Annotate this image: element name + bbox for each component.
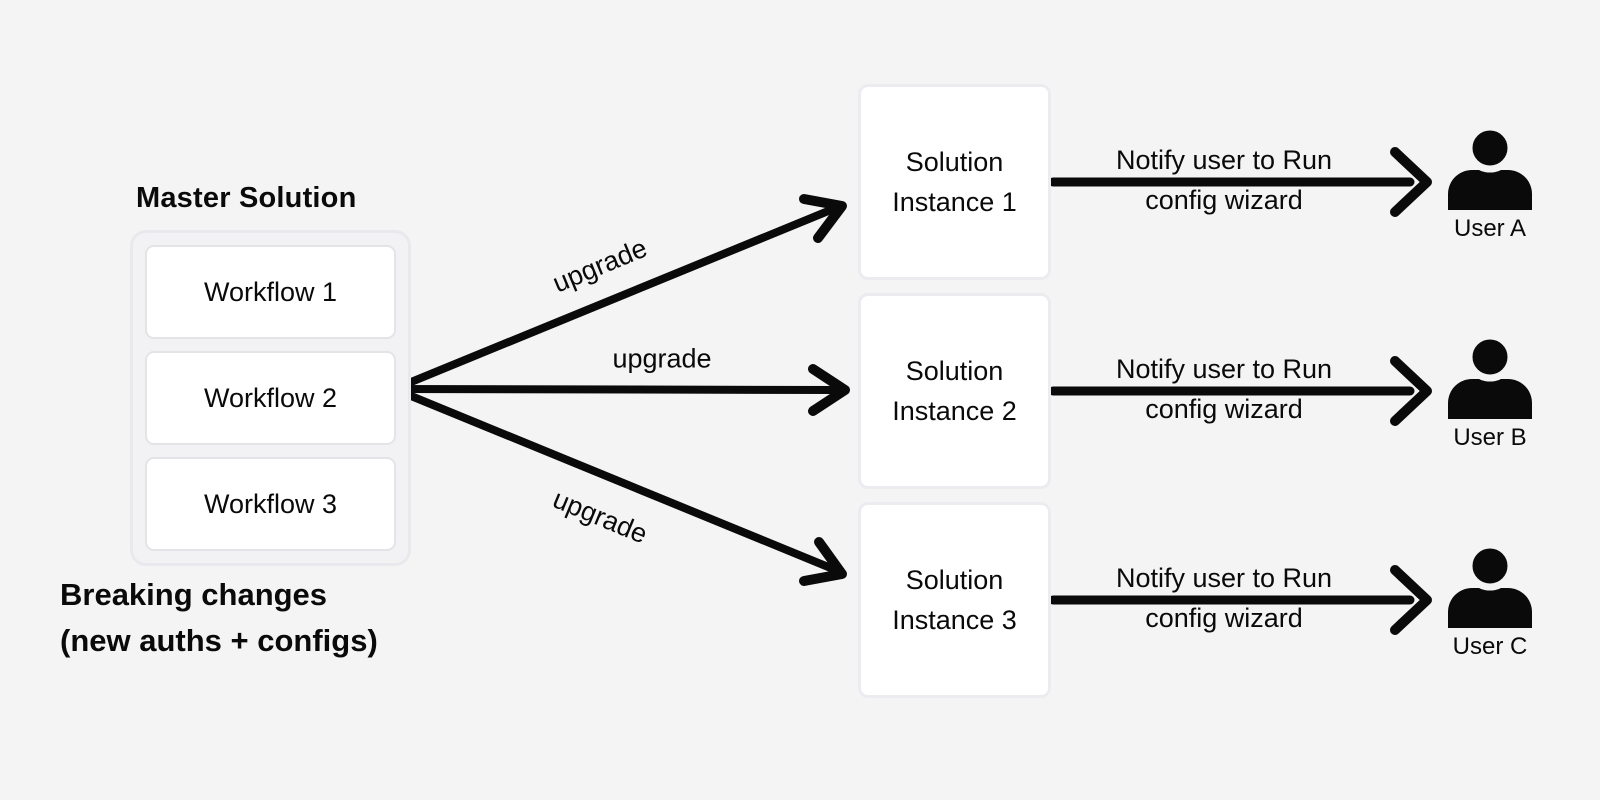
user-b-label: User B [1453, 424, 1527, 451]
upgrade-label-3: upgrade [548, 483, 652, 550]
master-solution-container: Workflow 1 Workflow 2 Workflow 3 [130, 230, 411, 566]
instance-1-line1: Solution [905, 147, 1004, 177]
workflow-box-2: Workflow 2 [145, 351, 396, 445]
breaking-changes-line1: Breaking changes [60, 577, 328, 612]
user-b-icon [1448, 335, 1532, 419]
notify-2-line2: config wizard [1145, 394, 1303, 424]
upgrade-label-1: upgrade [548, 232, 652, 299]
notify-1-line2: config wizard [1145, 185, 1303, 215]
upgrade-label-2: upgrade [612, 343, 712, 374]
workflow-box-1: Workflow 1 [145, 245, 396, 339]
workflow-box-3: Workflow 3 [145, 457, 396, 551]
solution-instance-box-3: Solution Instance 3 [858, 502, 1051, 698]
instance-2-line1: Solution [905, 356, 1004, 386]
user-a-icon [1448, 126, 1532, 210]
user-c-label: User C [1452, 633, 1528, 660]
notify-2-line1: Notify user to Run [1115, 354, 1333, 384]
user-a-label: User A [1453, 215, 1527, 242]
solution-instance-box-1: Solution Instance 1 [858, 84, 1051, 280]
instance-3-line1: Solution [905, 565, 1004, 595]
notify-1-line1: Notify user to Run [1115, 145, 1333, 175]
breaking-changes-line2: (new auths + configs) [60, 623, 378, 658]
upgrade-arrow-2 [390, 364, 850, 416]
instance-2-line2: Instance 2 [892, 396, 1017, 426]
notify-label-3: Notify user to Run config wizard [1044, 558, 1404, 638]
instance-1-line2: Instance 1 [892, 187, 1017, 217]
user-c-icon [1448, 544, 1532, 628]
solution-instance-box-2: Solution Instance 2 [858, 293, 1051, 489]
master-solution-title: Master Solution [136, 182, 357, 214]
notify-label-2: Notify user to Run config wizard [1044, 349, 1404, 429]
upgrade-arrow-3 [390, 385, 847, 586]
breaking-changes-note: Breaking changes (new auths + configs) [60, 572, 378, 664]
notify-3-line1: Notify user to Run [1115, 563, 1333, 593]
instance-3-line2: Instance 3 [892, 605, 1017, 635]
notify-label-1: Notify user to Run config wizard [1044, 140, 1404, 220]
notify-3-line2: config wizard [1145, 603, 1303, 633]
